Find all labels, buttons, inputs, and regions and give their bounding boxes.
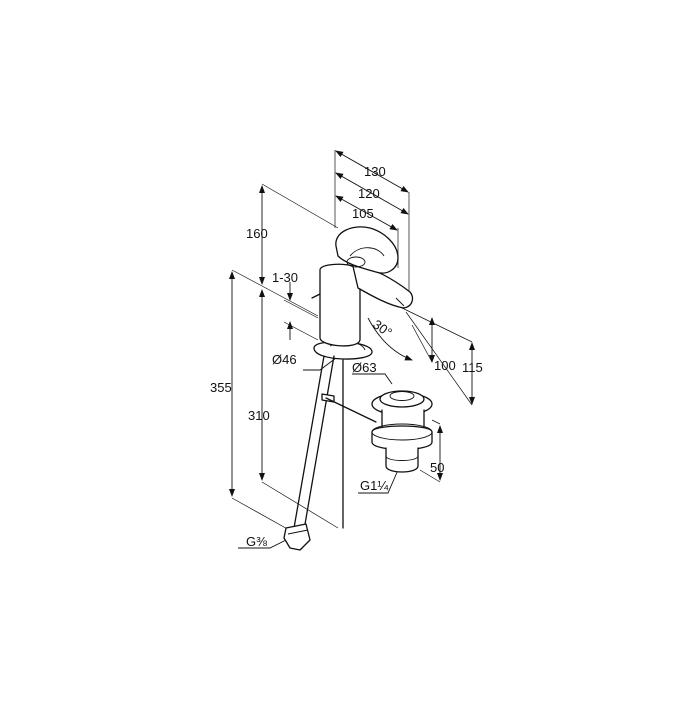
pop-up-waste <box>371 390 433 473</box>
label-120: 120 <box>358 186 380 201</box>
label-diameter-46: Ø46 <box>272 352 297 367</box>
label-105: 105 <box>352 206 374 221</box>
supply-hose-left <box>293 355 325 529</box>
label-130: 130 <box>364 164 386 179</box>
label-50: 50 <box>430 460 444 475</box>
label-hose-thread: G⅜ <box>246 534 267 549</box>
faucet-body <box>319 263 361 347</box>
label-waste-thread: G1¼ <box>360 478 388 493</box>
label-115: 115 <box>462 360 483 375</box>
label-310: 310 <box>248 408 270 423</box>
extension-lines <box>231 150 473 537</box>
label-355: 355 <box>210 380 232 395</box>
label-1-30: 1-30 <box>272 270 298 285</box>
label-diameter-63: Ø63 <box>352 360 377 375</box>
faucet <box>283 226 414 551</box>
supply-hose-right <box>303 355 335 531</box>
label-angle-30: 30° <box>370 317 395 341</box>
dimension-lines <box>229 150 475 549</box>
label-100: 100 <box>434 358 456 373</box>
label-160: 160 <box>246 226 268 241</box>
hose-fitting <box>283 523 311 551</box>
